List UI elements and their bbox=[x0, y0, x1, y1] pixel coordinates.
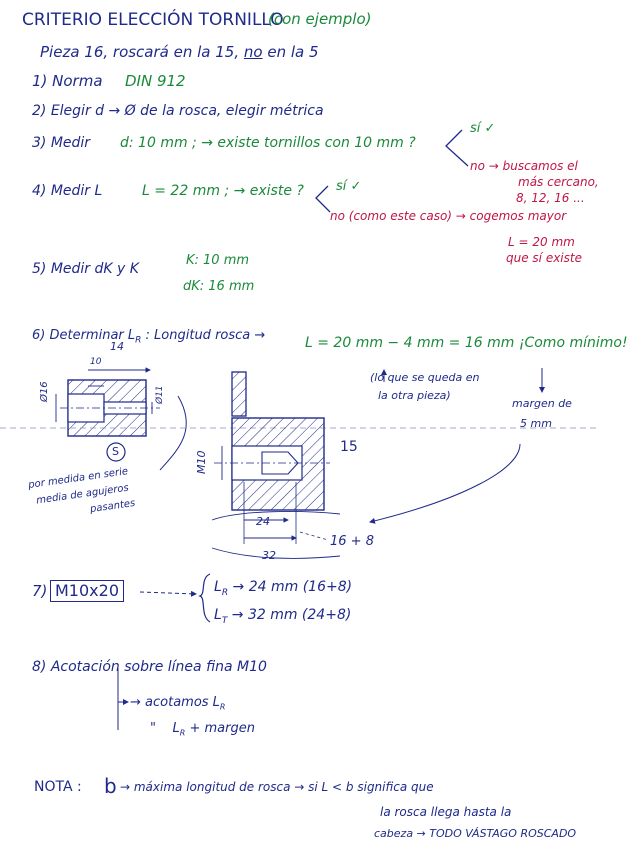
step-6-value: L = 20 mm − 4 mm = 16 mm ¡Como mínimo! bbox=[305, 335, 628, 351]
step-5-label: 5) Medir dK y K bbox=[32, 261, 139, 277]
dim-sum: 16 + 8 bbox=[330, 534, 374, 549]
step-7-label: 7) bbox=[32, 582, 48, 600]
dim-32: 32 bbox=[262, 549, 276, 562]
left-part-section bbox=[55, 367, 187, 471]
sum-leader bbox=[299, 531, 329, 541]
lr-line: LR → 24 mm (16+8) bbox=[214, 580, 352, 598]
nota-text: → máxima longitud de rosca → si L < b si… bbox=[120, 780, 434, 794]
step-8-a: 8) Acotación sobre línea fina M10 bbox=[32, 659, 267, 675]
step-4-no-2: L = 20 mm bbox=[508, 235, 575, 249]
step-6-sub: R bbox=[135, 335, 142, 346]
step-8-b: → acotamos LR bbox=[130, 696, 225, 712]
dim-24: 24 bbox=[256, 515, 270, 528]
step-3-no-3: 8, 12, 16 ... bbox=[516, 191, 585, 205]
step-4-bracket bbox=[315, 185, 331, 213]
step-8-c-ditto: " bbox=[150, 721, 156, 736]
step-7-brace bbox=[198, 573, 211, 623]
intro-a: Pieza 16, roscará en la 15, bbox=[40, 43, 240, 61]
step-4-no-3: que sí existe bbox=[506, 251, 582, 265]
step-5-k: K: 10 mm bbox=[186, 253, 250, 268]
lt-label: L bbox=[214, 607, 222, 623]
nota-line-2: la rosca llega hasta la bbox=[380, 805, 512, 819]
dim-10: 10 bbox=[90, 357, 102, 367]
dim-o11: Ø11 bbox=[155, 385, 165, 404]
margin-curve-arrow bbox=[369, 443, 521, 524]
step-7-arrow bbox=[139, 590, 197, 597]
lt-sub: T bbox=[221, 615, 228, 626]
dim-o16: Ø16 bbox=[39, 381, 50, 402]
step-3-no: no → buscamos el bbox=[470, 159, 578, 173]
lr-sub: R bbox=[221, 587, 229, 598]
step-8-b-sub: R bbox=[219, 702, 226, 712]
step-2: 2) Elegir d → Ø de la rosca, elegir métr… bbox=[32, 103, 324, 119]
step-4-no: no (como este caso) → cogemos mayor bbox=[330, 209, 567, 223]
step-5-dk: dK: 16 mm bbox=[183, 279, 255, 294]
step-8-b-text: → acotamos L bbox=[130, 695, 220, 710]
lt-line: LT → 32 mm (24+8) bbox=[214, 608, 351, 626]
nota-label: NOTA : bbox=[34, 779, 82, 795]
step-3-bracket bbox=[445, 129, 469, 167]
designation-box: M10x20 bbox=[50, 580, 124, 602]
dim-14: 14 bbox=[110, 340, 124, 353]
step-6-label: 6) Determinar LR : Longitud rosca → bbox=[32, 329, 265, 346]
step-6-margin-1: margen de bbox=[512, 397, 572, 410]
step-6-b: : Longitud rosca → bbox=[145, 328, 266, 343]
title-note: (con ejemplo) bbox=[268, 10, 372, 28]
step-3-no-2: más cercano, bbox=[518, 175, 599, 189]
part-15: 15 bbox=[340, 439, 358, 455]
technical-drawing bbox=[0, 129, 600, 730]
page-title: CRITERIO ELECCIÓN TORNILLO bbox=[22, 10, 284, 30]
step-4-value: L = 22 mm ; → existe ? bbox=[142, 183, 304, 199]
step-8-c-l: L bbox=[172, 721, 180, 736]
intro-text: Pieza 16, roscará en la 15, no en la 5 bbox=[40, 45, 319, 60]
nota-line-3: cabeza → TODO VÁSTAGO ROSCADO bbox=[374, 827, 577, 840]
step-4-si: sí ✓ bbox=[336, 179, 362, 194]
step-8-c: " LR + margen bbox=[150, 722, 255, 738]
step-4-label: 4) Medir L bbox=[32, 183, 103, 199]
assembly-section bbox=[211, 371, 341, 559]
lr-value: → 24 mm (16+8) bbox=[232, 579, 353, 595]
step-3-label: 3) Medir bbox=[32, 135, 91, 151]
lr-label: L bbox=[214, 579, 222, 595]
intro-no: no bbox=[243, 43, 263, 61]
step-8-c-margen: + margen bbox=[189, 721, 255, 736]
label-s: S bbox=[112, 445, 119, 458]
dim-m10: M10 bbox=[195, 450, 208, 475]
step-3-si: sí ✓ bbox=[470, 121, 496, 136]
lt-value: → 32 mm (24+8) bbox=[231, 607, 352, 623]
nota-b: b bbox=[104, 774, 117, 798]
step-6-note-1: (lo que se queda en bbox=[370, 371, 480, 384]
step-1-label: 1) Norma bbox=[32, 72, 103, 90]
step-3-value: d: 10 mm ; → existe tornillos con 10 mm … bbox=[120, 135, 416, 151]
step-6-a: 6) Determinar L bbox=[32, 328, 136, 343]
step-6-margin-2: 5 mm bbox=[520, 417, 552, 430]
step-8-c-sub: R bbox=[179, 728, 186, 738]
intro-b: en la 5 bbox=[267, 43, 319, 61]
step-6-note-2: la otra pieza) bbox=[378, 389, 451, 402]
step-1-value: DIN 912 bbox=[125, 72, 186, 90]
